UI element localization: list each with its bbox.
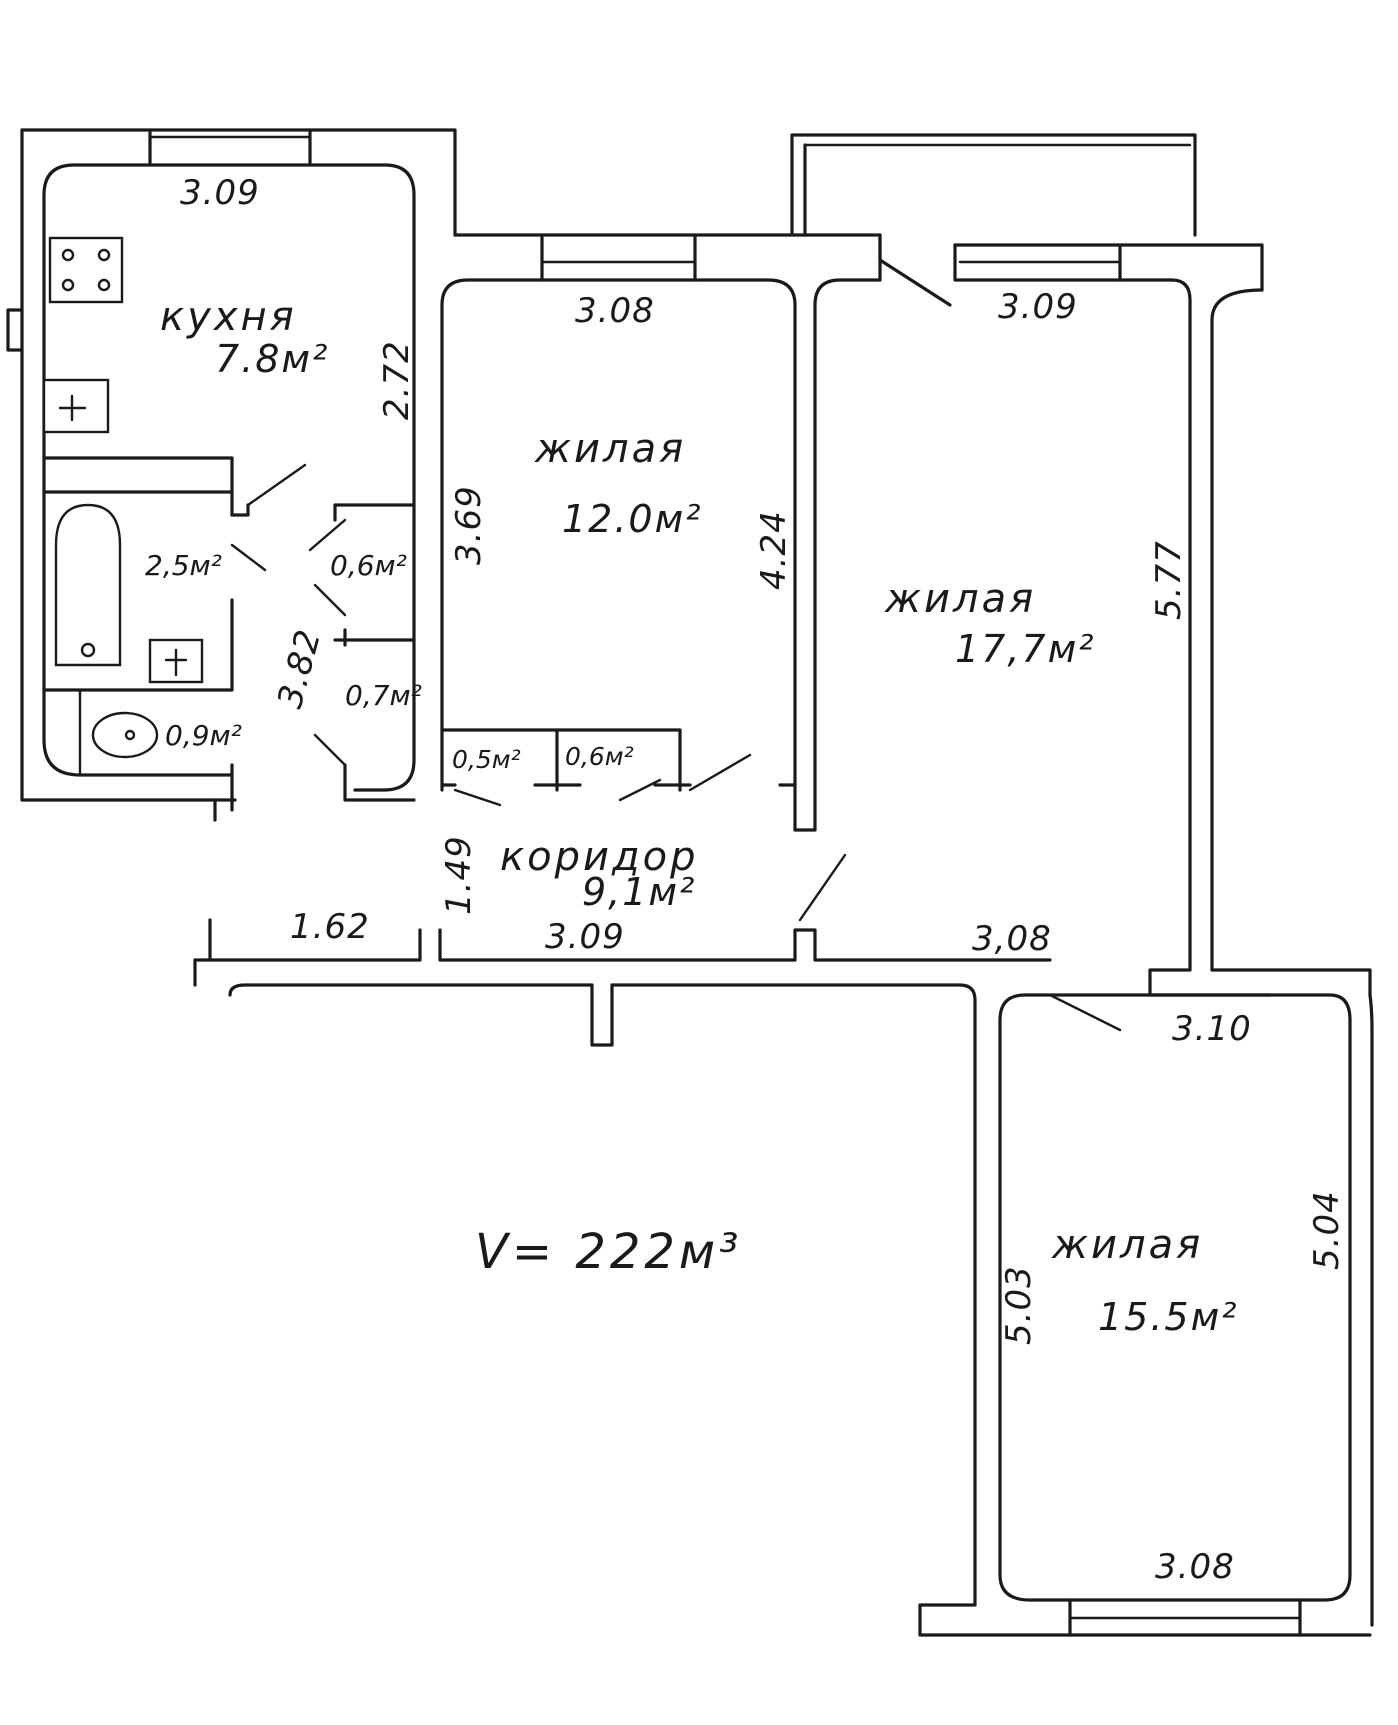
living3-name: жилая [1051, 1222, 1203, 1268]
balcony-walls [790, 133, 1197, 237]
corridor-closets [440, 728, 797, 807]
living1-walls [440, 233, 952, 832]
volume-label: V= 222м³ [475, 1224, 742, 1280]
dim-corridor-width: 3.09 [545, 917, 625, 957]
living3-area: 15.5м² [1098, 1295, 1239, 1339]
bath-area: 2,5м² [145, 549, 222, 582]
living1-area: 12.0м² [562, 497, 703, 541]
dim-living1-right: 4.24 [754, 510, 794, 590]
living3-walls [998, 993, 1374, 1637]
living2-area: 17,7м² [955, 627, 1096, 671]
living1-name: жилая [534, 426, 686, 472]
dim-kitchen-depth: 2.72 [377, 340, 417, 420]
dim-bath-corridor: 3.82 [270, 625, 329, 712]
closet2-area: 0,7м² [345, 679, 422, 712]
kitchen-stove-icon [48, 236, 124, 304]
bath-sink-icon [148, 638, 204, 684]
dim-living3-right: 5.04 [1307, 1190, 1347, 1270]
toilet-icon [78, 688, 159, 777]
corridor-name: коридор [500, 834, 699, 880]
closet4-area: 0,6м² [565, 742, 634, 771]
living2-walls [953, 243, 1372, 997]
dim-living2-width: 3.09 [998, 287, 1078, 327]
dim-living3-top: 3.10 [1172, 1009, 1252, 1049]
corridor-walls [193, 853, 1372, 1637]
corridor-area: 9,1м² [582, 870, 696, 914]
wc-area: 0,9м² [165, 719, 242, 752]
dim-corridor-left: 1.62 [290, 907, 370, 947]
kitchen-area: 7.8м² [215, 337, 329, 381]
dim-kitchen-width: 3.09 [180, 173, 260, 213]
closet1-area: 0,6м² [330, 549, 407, 582]
dim-living3-left: 5.03 [999, 1265, 1039, 1345]
dim-corridor-depth: 1.49 [439, 835, 479, 915]
living2-name: жилая [884, 576, 1036, 622]
kitchen-name: кухня [160, 294, 297, 340]
bathtub-icon [54, 503, 122, 667]
closet3-area: 0,5м² [452, 745, 521, 774]
dim-living2-depth: 5.77 [1149, 540, 1189, 620]
dim-living1-left: 3.69 [449, 485, 489, 565]
dim-corridor-right: 3,08 [972, 919, 1052, 959]
dim-living1-width: 3.08 [575, 291, 655, 331]
kitchen-sink-icon [42, 378, 110, 434]
dim-living3-bottom: 3.08 [1155, 1547, 1235, 1587]
kitchen-block-walls [6, 128, 457, 822]
